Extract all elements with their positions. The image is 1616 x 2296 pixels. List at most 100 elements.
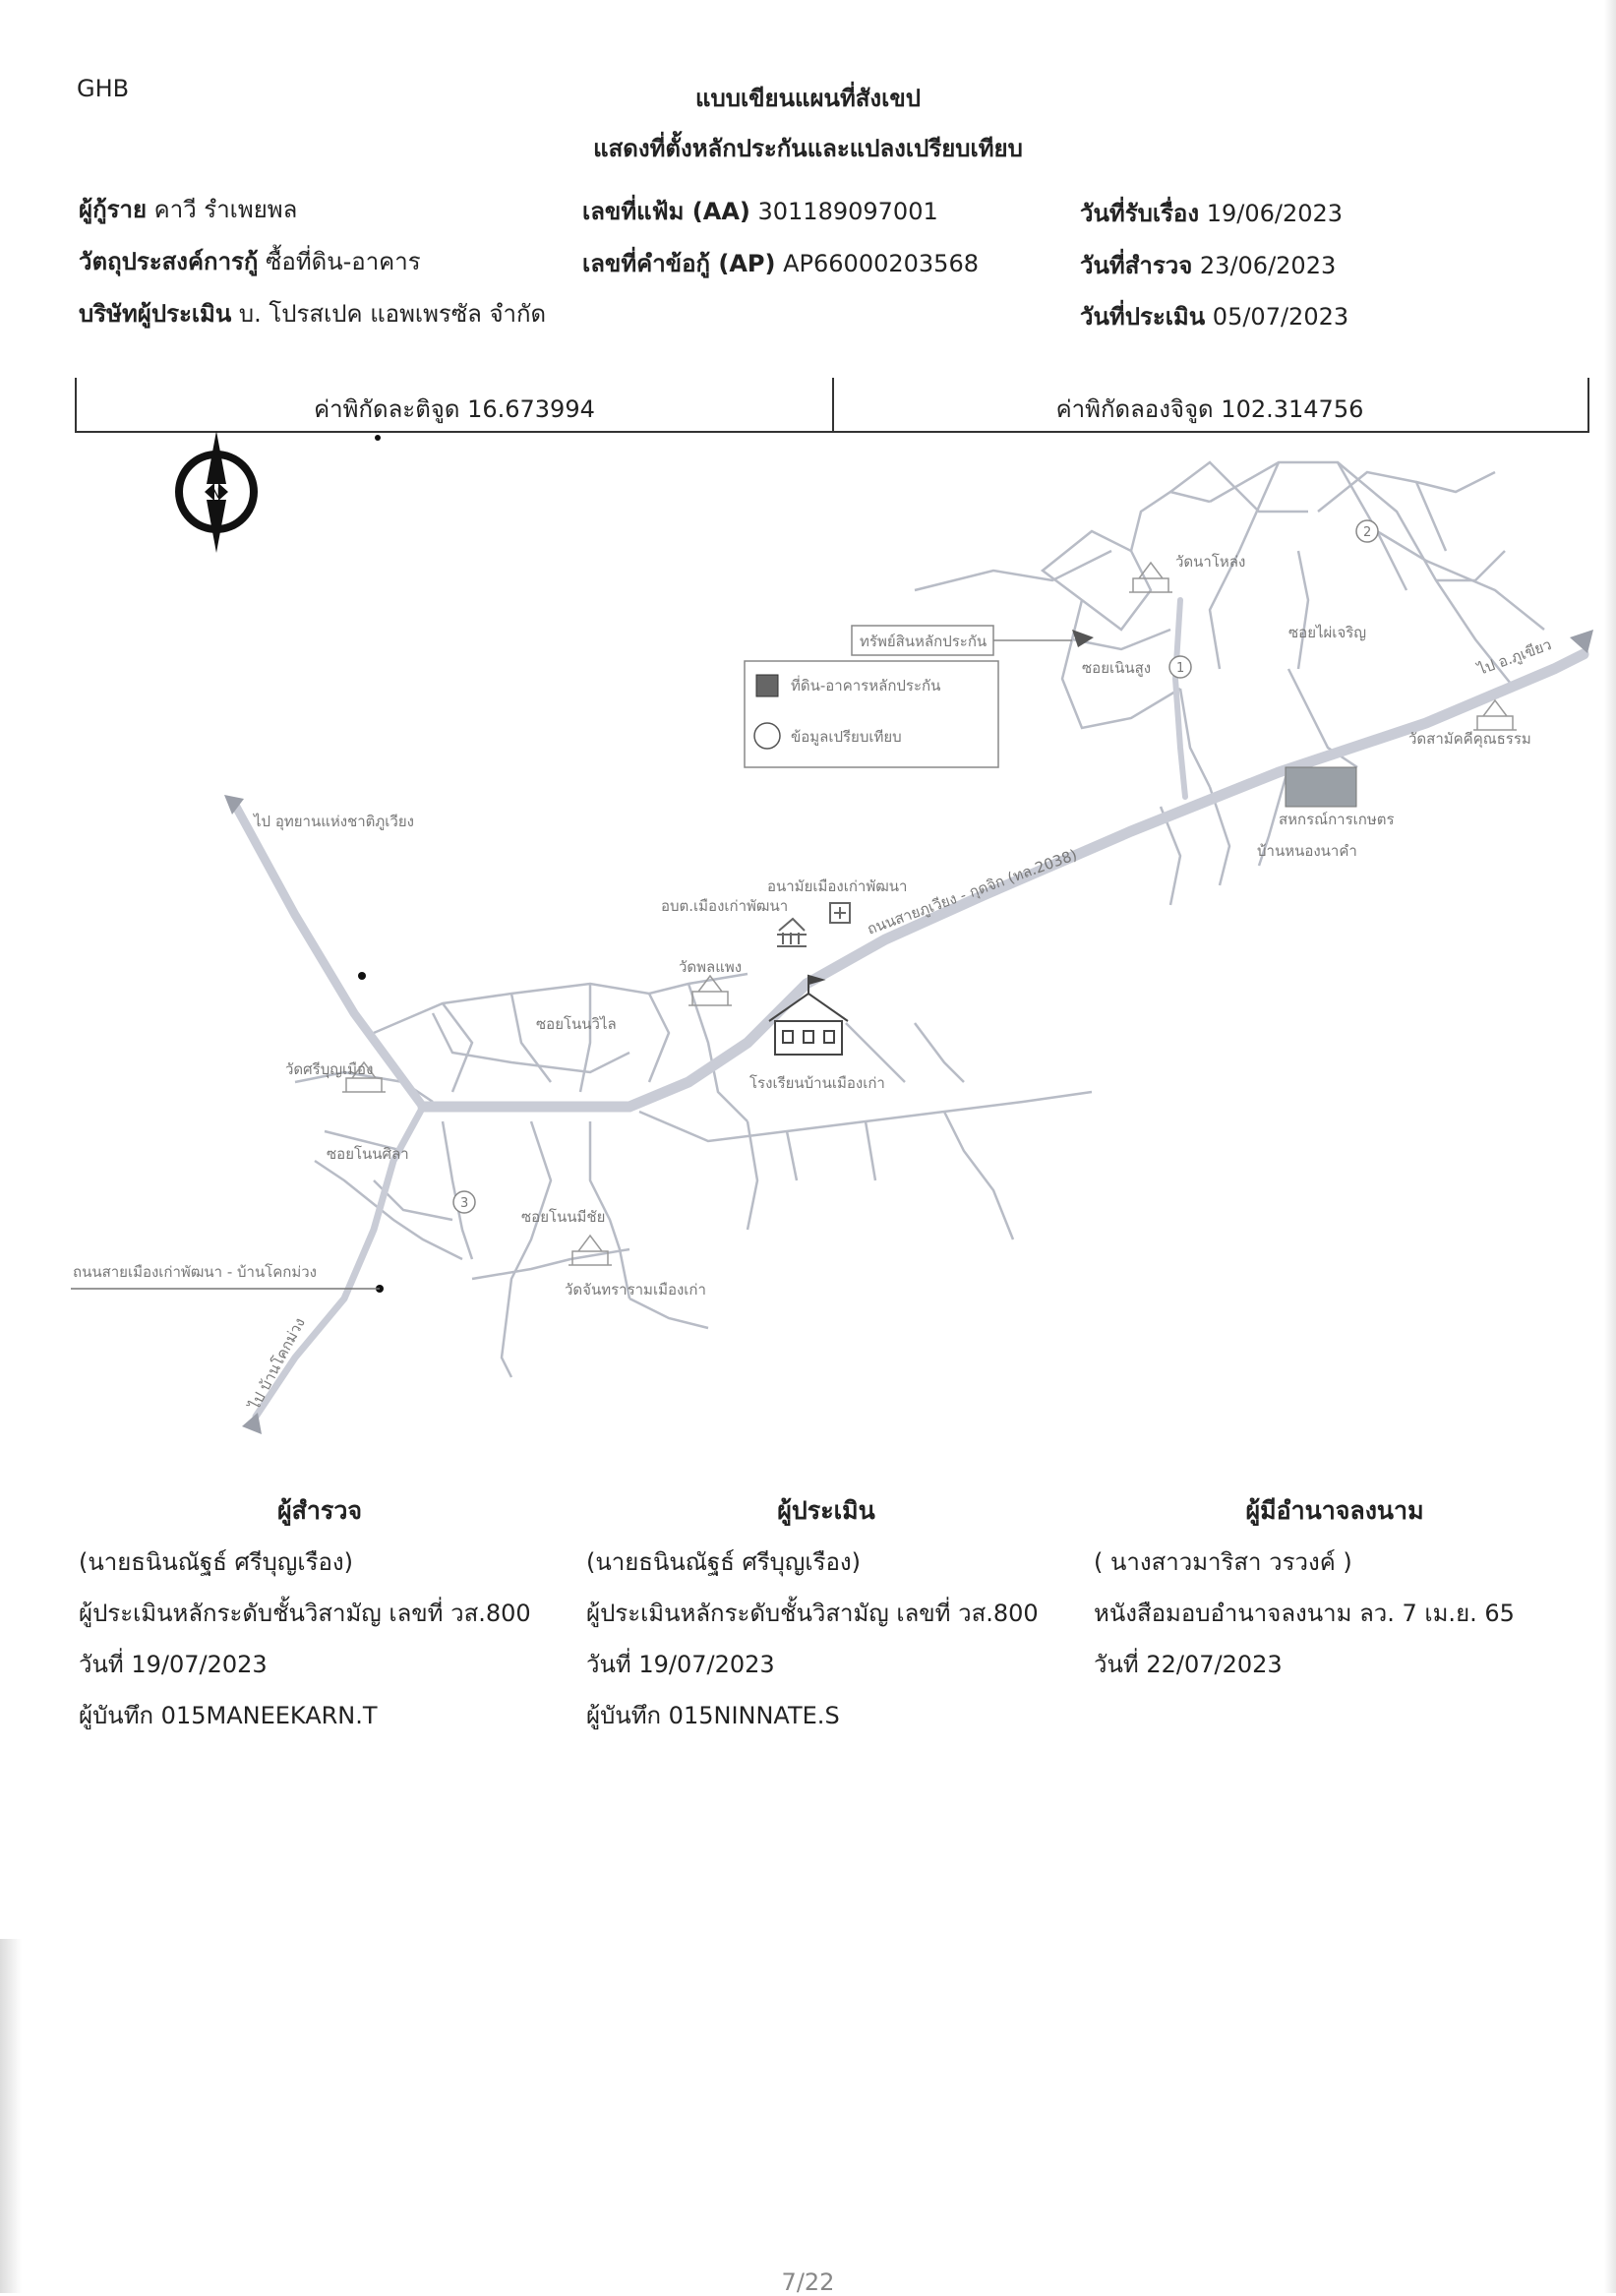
- purpose-value: ซื้อที่ดิน-อาคาร: [266, 248, 421, 275]
- file-no-value: 301189097001: [757, 198, 938, 225]
- marker-3: [452, 1190, 476, 1214]
- appraiser-title: ผู้ประเมิน: [777, 1496, 875, 1525]
- appraiser-recorder: ผู้บันทึก 015NINNATE.S: [586, 1702, 840, 1729]
- label-coop: สหกรณ์การเกษตร: [1279, 811, 1395, 828]
- appraisal-date-value: 05/07/2023: [1212, 303, 1349, 331]
- longitude-cell: ค่าพิกัดลองจิจูด 102.314756: [832, 390, 1587, 428]
- surveyor-position: ผู้ประเมินหลักระดับชั้นวิสามัญ เลขที่ วส…: [79, 1600, 531, 1627]
- longitude-label: ค่าพิกัดลองจิจูด: [1055, 395, 1214, 423]
- surveyor-name: (นายธนินณัฐธ์ ศรีบุญเรือง): [79, 1548, 353, 1576]
- file-no-label: เลขที่แฟ้ม (AA): [582, 198, 750, 225]
- comparison-markers: 1 2 3: [452, 519, 1379, 1214]
- page-title: แบบเขียนแผนที่สังเขป: [695, 85, 921, 112]
- received-date-label: วันที่รับเรื่อง: [1080, 200, 1200, 227]
- temple-icon: [688, 974, 732, 1006]
- label-soi-top: ซอยไผ่เจริญ: [1288, 624, 1366, 641]
- latitude-value: 16.673994: [467, 395, 595, 423]
- latitude-cell: ค่าพิกัดละติจูด 16.673994: [77, 390, 832, 428]
- survey-date-row: วันที่สำรวจ 23/06/2023: [1080, 246, 1336, 284]
- surveyor-title: ผู้สำรวจ: [276, 1496, 363, 1525]
- label-wat-chan: วัดจันทรารามเมืองเก่า: [565, 1281, 706, 1299]
- temple-icon: [1129, 561, 1172, 593]
- marker-1: [1168, 655, 1192, 679]
- appraiser-name: (นายธนินณัฐธ์ ศรีบุญเรือง): [586, 1548, 861, 1576]
- location-map: N ที่ดิน-อาคารหลักประกัน ข้อมูลเปรียบเที…: [71, 431, 1593, 1434]
- request-no-value: AP66000203568: [783, 250, 979, 277]
- survey-date-value: 23/06/2023: [1199, 252, 1337, 279]
- authorized-position: หนังสือมอบอำนาจลงนาม ลว. 7 เม.ย. 65: [1094, 1600, 1515, 1627]
- label-school: โรงเรียนบ้านเมืองเก่า: [749, 1074, 885, 1092]
- main-roads: [231, 597, 1589, 1420]
- legend-land-building: ที่ดิน-อาคารหลักประกัน: [791, 675, 940, 695]
- government-icon: [777, 917, 807, 947]
- minor-roads: [294, 460, 1545, 1378]
- collateral-marker-icon: [1072, 630, 1094, 647]
- appraiser-date: วันที่ 19/07/2023: [586, 1651, 775, 1678]
- authorized-name: ( นางสาวมาริสา วรวงค์ ): [1094, 1548, 1352, 1576]
- coordinates-divider: [832, 378, 834, 431]
- longitude-value: 102.314756: [1221, 395, 1364, 423]
- label-wat-pho: วัดพลแพง: [679, 958, 742, 976]
- request-no-label: เลขที่คำข้อกู้ (AP): [582, 250, 776, 277]
- marker-3-label: 3: [460, 1196, 468, 1211]
- latitude-label: ค่าพิกัดละติจูด: [314, 395, 460, 423]
- label-soi-bottom: ซอยโนนมีชัย: [521, 1208, 605, 1226]
- marker-2: [1355, 519, 1379, 543]
- borrower-label: ผู้กู้ราย: [79, 196, 148, 223]
- received-date-row: วันที่รับเรื่อง 19/06/2023: [1080, 194, 1343, 232]
- marker-1-label: 1: [1176, 661, 1184, 676]
- page-subtitle: แสดงที่ตั้งหลักประกันและแปลงเปรียบเทียบ: [593, 135, 1023, 162]
- health-center-icon: [829, 902, 851, 924]
- label-wat-na-lang: วัดนาโหล่ง: [1175, 553, 1245, 571]
- temple-icon: [342, 1060, 386, 1093]
- borrower-value: คาวี รำเพยพล: [153, 196, 298, 223]
- temple-icon: [1473, 698, 1517, 731]
- purpose-label: วัตถุประสงค์การกู้: [79, 248, 259, 275]
- surveyor-recorder: ผู้บันทึก 015MANEEKARN.T: [79, 1702, 378, 1729]
- label-ban-nong: บ้านหนองนาคำ: [1257, 842, 1357, 860]
- borrower-row: ผู้กู้ราย คาวี รำเพยพล: [79, 190, 297, 228]
- compass-letter: N: [210, 486, 220, 502]
- label-soi-center: ซอยโนนวิไล: [536, 1015, 617, 1033]
- school-icon: [768, 974, 849, 1056]
- label-left-road: ถนนสายเมืองเก่าพัฒนา - บ้านโคกม่วง: [73, 1263, 317, 1281]
- temple-icons: [342, 561, 1517, 1266]
- collateral-callout: ทรัพย์สินหลักประกัน: [851, 625, 1094, 656]
- label-soi-mid: ซอยเนินสูง: [1082, 659, 1151, 677]
- label-national-park: ไป อุทยานแห่งชาติภูเวียง: [253, 813, 414, 831]
- survey-date-label: วันที่สำรวจ: [1080, 252, 1193, 279]
- map-legend: ที่ดิน-อาคารหลักประกัน ข้อมูลเปรียบเทียบ: [744, 660, 999, 768]
- appraiser-position: ผู้ประเมินหลักระดับชั้นวิสามัญ เลขที่ วส…: [586, 1600, 1039, 1627]
- map-dot: [358, 972, 366, 980]
- purpose-row: วัตถุประสงค์การกู้ ซื้อที่ดิน-อาคาร: [79, 242, 421, 280]
- surveyor-date: วันที่ 19/07/2023: [79, 1651, 268, 1678]
- road-arrows: [224, 630, 1593, 1434]
- file-no-row: เลขที่แฟ้ม (AA) 301189097001: [582, 192, 938, 230]
- legend-comparison: ข้อมูลเปรียบเทียบ: [791, 728, 902, 746]
- coop-photo: [1285, 766, 1357, 808]
- compass-icon: N: [175, 431, 258, 553]
- collateral-title: ทรัพย์สินหลักประกัน: [860, 633, 987, 650]
- label-to-bottom: ไป บ้านโคกม่วง: [245, 1315, 309, 1414]
- temple-icon: [569, 1234, 612, 1266]
- label-wat-si: วัดศรีบุญเมือง: [285, 1060, 373, 1079]
- company-row: บริษัทผู้ประเมิน บ. โปรสเปค แอพเพรซัล จำ…: [79, 294, 546, 332]
- map-dot: [375, 435, 381, 441]
- scan-edge-shadow: [1604, 0, 1616, 2293]
- page-number: 7/22: [781, 2268, 835, 2296]
- company-value: บ. โปรสเปค แอพเพรซัล จำกัด: [238, 300, 547, 328]
- received-date-value: 19/06/2023: [1206, 200, 1344, 227]
- marker-2-label: 2: [1363, 525, 1371, 540]
- label-soi-left: ซอยโนนศิลา: [327, 1145, 409, 1163]
- authorized-title: ผู้มีอำนาจลงนาม: [1245, 1496, 1424, 1525]
- appraisal-date-row: วันที่ประเมิน 05/07/2023: [1080, 297, 1348, 335]
- company-label: บริษัทผู้ประเมิน: [79, 300, 232, 328]
- authorized-date: วันที่ 22/07/2023: [1094, 1651, 1283, 1678]
- coordinates-box: ค่าพิกัดละติจูด 16.673994 ค่าพิกัดลองจิจ…: [75, 378, 1589, 433]
- label-health-center: อนามัยเมืองเก่าพัฒนา: [767, 877, 907, 895]
- scan-corner-shadow: [0, 1939, 22, 2293]
- request-no-row: เลขที่คำข้อกู้ (AP) AP66000203568: [582, 244, 979, 282]
- label-wat-sala: วัดสามัคคีคุณธรรม: [1408, 730, 1531, 749]
- label-sao: อบต.เมืองเก่าพัฒนา: [661, 897, 788, 915]
- appraisal-date-label: วันที่ประเมิน: [1080, 303, 1206, 331]
